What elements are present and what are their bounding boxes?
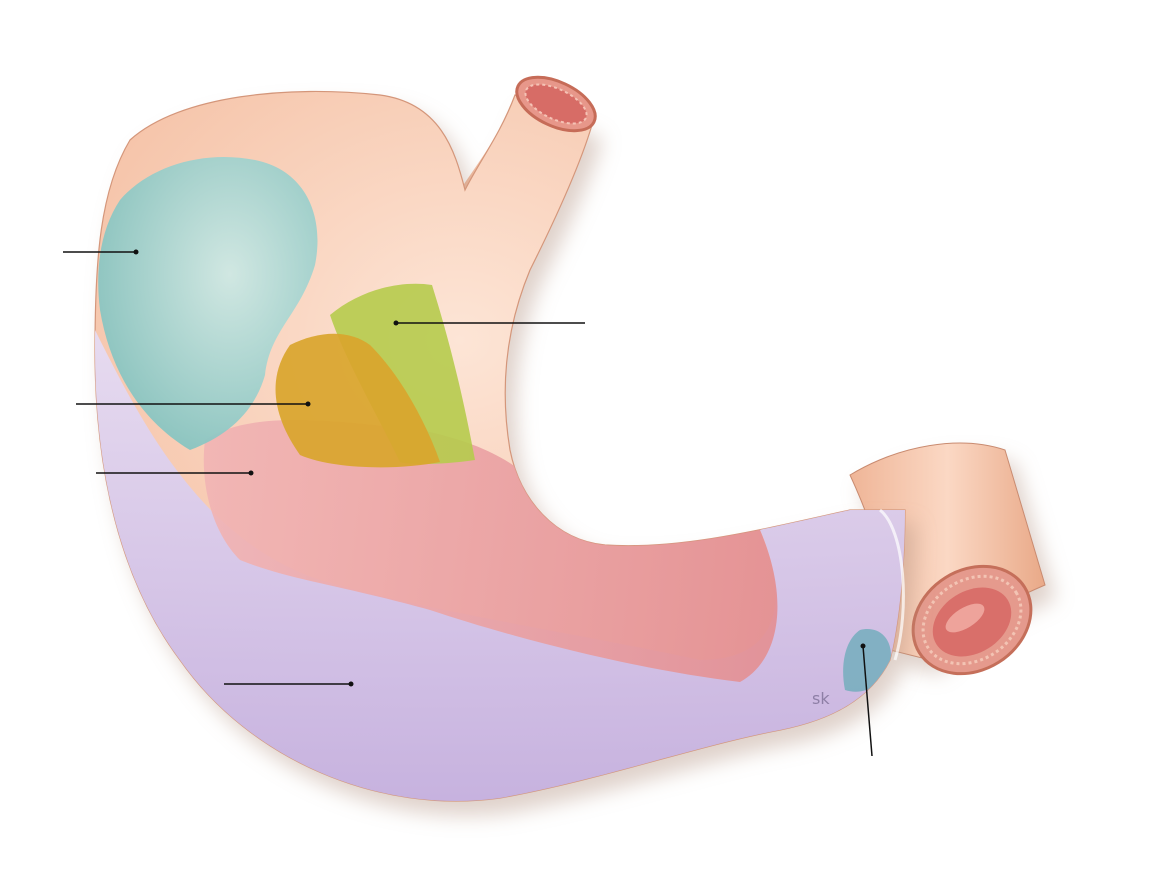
callout-cardia-lower xyxy=(76,401,311,407)
body-zone xyxy=(203,420,778,682)
pyloric-sphincter xyxy=(878,508,905,661)
callout-greater-curvature xyxy=(224,681,354,687)
artist-signature: sk xyxy=(812,689,830,708)
esophagus-opening xyxy=(515,75,597,133)
callout-pylorus xyxy=(860,643,873,757)
fundus-zone xyxy=(98,156,318,451)
callout-fundus xyxy=(63,249,139,255)
callout-body xyxy=(96,470,254,476)
greater-curvature-zone xyxy=(95,330,905,802)
pylorus-zone xyxy=(843,629,891,692)
callout-cardia-upper xyxy=(393,320,585,326)
cardia-lower-zone xyxy=(275,333,440,468)
duodenum-opening xyxy=(911,564,1033,676)
cardia-upper-zone xyxy=(330,283,475,465)
